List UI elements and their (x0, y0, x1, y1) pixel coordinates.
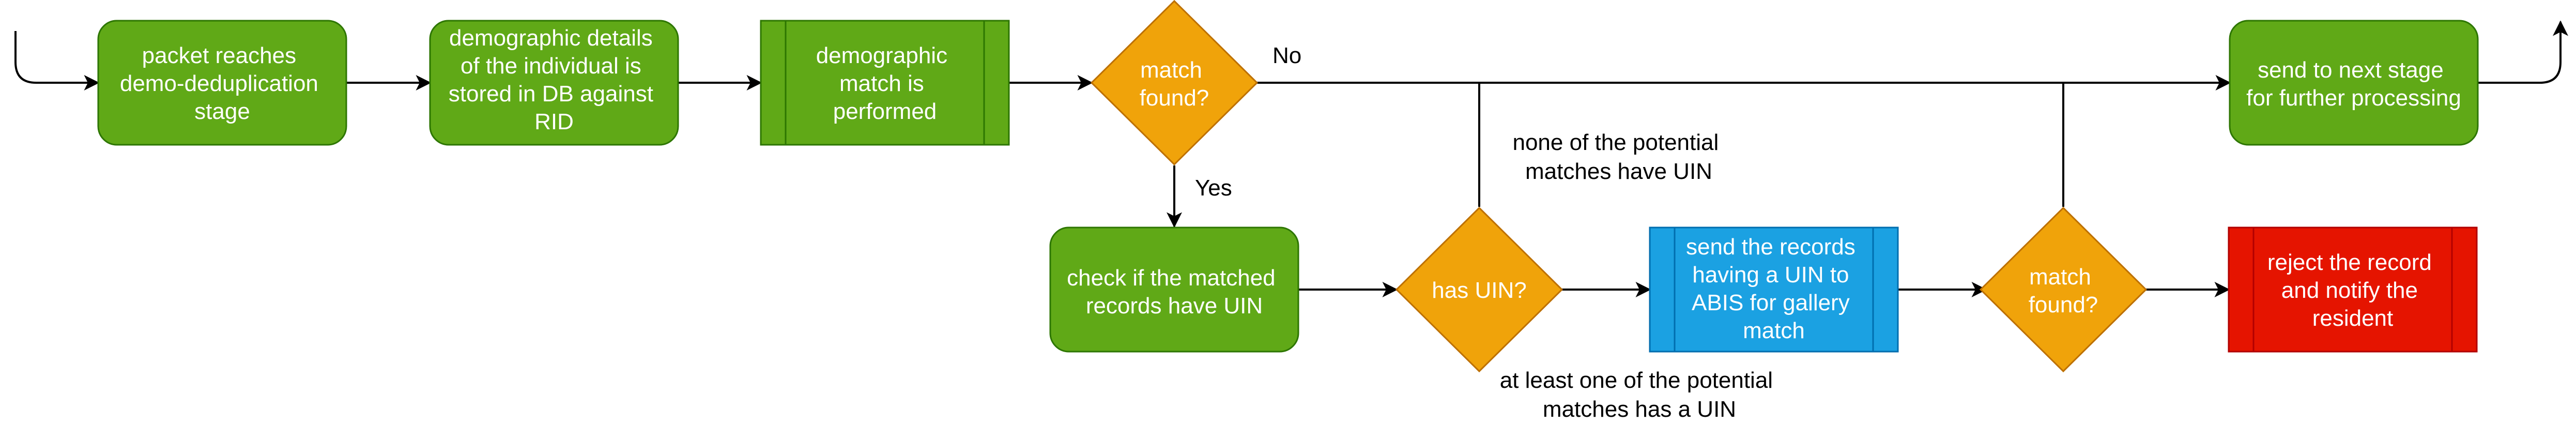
node-reject-record-line-1: and notify the (2281, 278, 2418, 303)
edge-labels: No Yes none of the potential matches hav… (1195, 43, 1780, 422)
node-send-abis-line-2: ABIS for gallery (1692, 290, 1850, 315)
node-demographic-details-line-2: stored in DB against (449, 81, 653, 107)
svg-text:match found?: match found? (1140, 57, 1209, 111)
node-check-matched: check if the matched records have UIN (1049, 226, 1299, 353)
edge-exit (2478, 20, 2568, 84)
node-match-found-1-line-0: match (1140, 57, 1202, 83)
node-match-found-2-line-1: found? (2029, 292, 2098, 317)
node-demographic-details-line-0: demographic details (449, 25, 653, 51)
node-match-found-1-line-1: found? (1140, 85, 1209, 111)
node-demographic-details: demographic details of the individual is… (429, 20, 679, 146)
edge-entry (14, 31, 100, 90)
node-send-next-stage-line-1: for further processing (2246, 85, 2461, 111)
node-match-found-2: match found? (1979, 206, 2148, 373)
svg-text:send to next stage for f: send to next stage for further processin… (2246, 57, 2461, 111)
node-packet-reaches: packet reaches demo-deduplication stage (97, 20, 347, 146)
node-packet-reaches-line-2: stage (194, 99, 250, 124)
edge-label-yes: Yes (1195, 175, 1232, 201)
node-send-next-stage-line-0: send to next stage (2258, 57, 2444, 83)
node-match-found-2-line-0: match (2029, 264, 2091, 290)
edge-label-none-have-uin-line-1: matches have UIN (1525, 159, 1712, 184)
edge-label-none-have-uin: none of the potential matches have UIN (1512, 130, 1725, 184)
node-send-next-stage: send to next stage for further processin… (2229, 20, 2479, 146)
edge-label-at-least-one-uin-line-1: matches has a UIN (1543, 397, 1736, 422)
edge-label-none-have-uin-line-0: none of the potential (1512, 130, 1719, 155)
node-match-found-1: match found? (1090, 0, 1259, 166)
svg-text:demographic details of t: demographic details of the individual is… (449, 25, 660, 134)
node-send-abis-line-3: match (1743, 318, 1805, 343)
node-has-uin: has UIN? (1395, 206, 1563, 373)
svg-text:send the records having: send the records having a UIN to ABIS fo… (1686, 234, 1862, 343)
node-check-matched-line-0: check if the matched (1067, 265, 1276, 291)
node-reject-record: reject the record and notify the residen… (2228, 226, 2478, 353)
node-demographic-details-line-1: of the individual is (461, 53, 641, 79)
svg-text:packet reaches demo-dedu: packet reaches demo-deduplication stage (120, 43, 325, 124)
edge-label-yes-line-0: Yes (1195, 175, 1232, 201)
edges (14, 20, 2568, 297)
node-has-uin-line-0: has UIN? (1432, 278, 1526, 303)
svg-text:check if the matched rec: check if the matched records have UIN (1067, 265, 1282, 319)
node-demographic-match: demographic match is performed (760, 20, 1010, 146)
edge-label-at-least-one-uin-line-0: at least one of the potential (1500, 368, 1773, 393)
node-demographic-match-line-1: match is (839, 71, 924, 96)
svg-text:demographic match is: demographic match is performed (816, 43, 954, 124)
node-demographic-details-line-3: RID (534, 109, 574, 134)
node-reject-record-line-0: reject the record (2267, 250, 2432, 275)
node-packet-reaches-line-0: packet reaches (142, 43, 296, 68)
edge-label-no: No (1272, 43, 1301, 68)
node-demographic-match-line-0: demographic (816, 43, 947, 68)
node-send-abis: send the records having a UIN to ABIS fo… (1649, 226, 1899, 353)
node-reject-record-line-2: resident (2312, 306, 2394, 331)
node-demographic-match-line-2: performed (833, 99, 937, 124)
node-check-matched-line-1: records have UIN (1086, 293, 1263, 319)
svg-text:reject the record and no: reject the record and notify the residen… (2267, 250, 2438, 331)
node-packet-reaches-line-1: demo-deduplication (120, 71, 318, 96)
node-send-abis-line-1: having a UIN to (1692, 262, 1849, 287)
node-send-abis-line-0: send the records (1686, 234, 1856, 260)
svg-text:match found?: match found? (2029, 264, 2098, 317)
edge-label-no-line-0: No (1272, 43, 1301, 68)
edge-label-at-least-one-uin: at least one of the potential matches ha… (1500, 368, 1780, 422)
svg-text:has UIN?: has UIN? (1432, 278, 1526, 303)
